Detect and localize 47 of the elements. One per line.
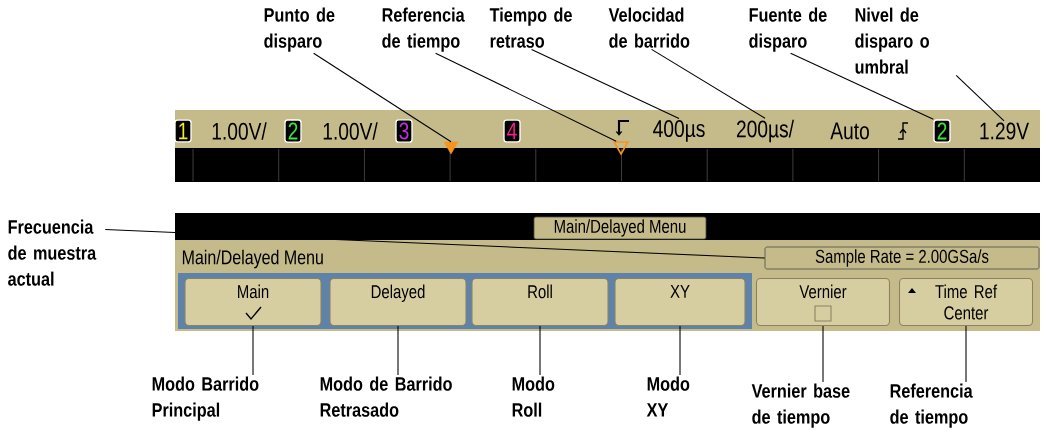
callout-text: Modo de Barrido Retrasado: [320, 376, 452, 417]
screen-label: 1.00V/: [323, 122, 378, 140]
leader-line: [435, 52, 617, 142]
callout-text: Modo XY: [646, 376, 690, 417]
leader-line: [397, 325, 399, 376]
popup-label: Main/Delayed Menu: [533, 216, 707, 240]
leader-line: [822, 325, 824, 383]
leader-line: [313, 52, 452, 143]
sample-rate-box: Sample Rate = 2.00GSa/s: [764, 246, 1040, 270]
leader-line: [790, 52, 934, 120]
screen-value: 200µs/: [736, 119, 794, 143]
callout-text: Referencia de tiempo: [890, 383, 973, 428]
softkey-button: Roll: [471, 277, 609, 327]
softkey-button: Main: [184, 277, 322, 327]
softkey-button: Vernier: [755, 277, 891, 327]
leader-line: [965, 325, 967, 383]
screen-label: Main/Delayed Menu: [182, 249, 323, 269]
screen-label: Auto: [830, 122, 869, 140]
trigger-marker: [443, 141, 459, 155]
softkey-button: Time Ref Center: [898, 277, 1034, 327]
leader-line: [104, 229, 766, 259]
screen-label: 1.00V/: [212, 122, 267, 140]
leader-line: [539, 325, 541, 376]
channel-badge: 2: [284, 119, 302, 143]
leader-line: [252, 325, 254, 376]
callout-text: Nivel de disparo o umbral: [855, 7, 929, 74]
callout-text: Modo Roll: [512, 376, 555, 417]
screen-value: 400µs: [653, 120, 705, 142]
channel-badge: 4: [503, 119, 521, 143]
screen-value: 1.29V: [980, 122, 1029, 140]
channel-badge: 3: [395, 119, 413, 143]
callout-text: Punto de disparo: [264, 7, 335, 52]
leader-line: [679, 325, 681, 376]
callout-text: Tiempo de retraso: [489, 7, 572, 48]
softkey-button: XY: [614, 277, 746, 327]
callout-text: Frecuencia de muestra actual: [8, 219, 97, 286]
channel-badge: 2: [933, 119, 951, 143]
leader-line: [531, 48, 680, 120]
channel-badge: 1: [174, 119, 192, 143]
callout-text: Modo Barrido Principal: [152, 376, 259, 421]
callout-text: Referencia de tiempo: [382, 7, 465, 52]
softkey-button: Delayed: [329, 277, 467, 327]
callout-text: Velocidad de barrido: [608, 7, 690, 48]
leader-line: [651, 48, 766, 119]
callout-text: Vernier base de tiempo: [751, 383, 850, 428]
callout-text: Fuente de disparo: [749, 7, 827, 52]
leader-line: [955, 74, 1005, 122]
